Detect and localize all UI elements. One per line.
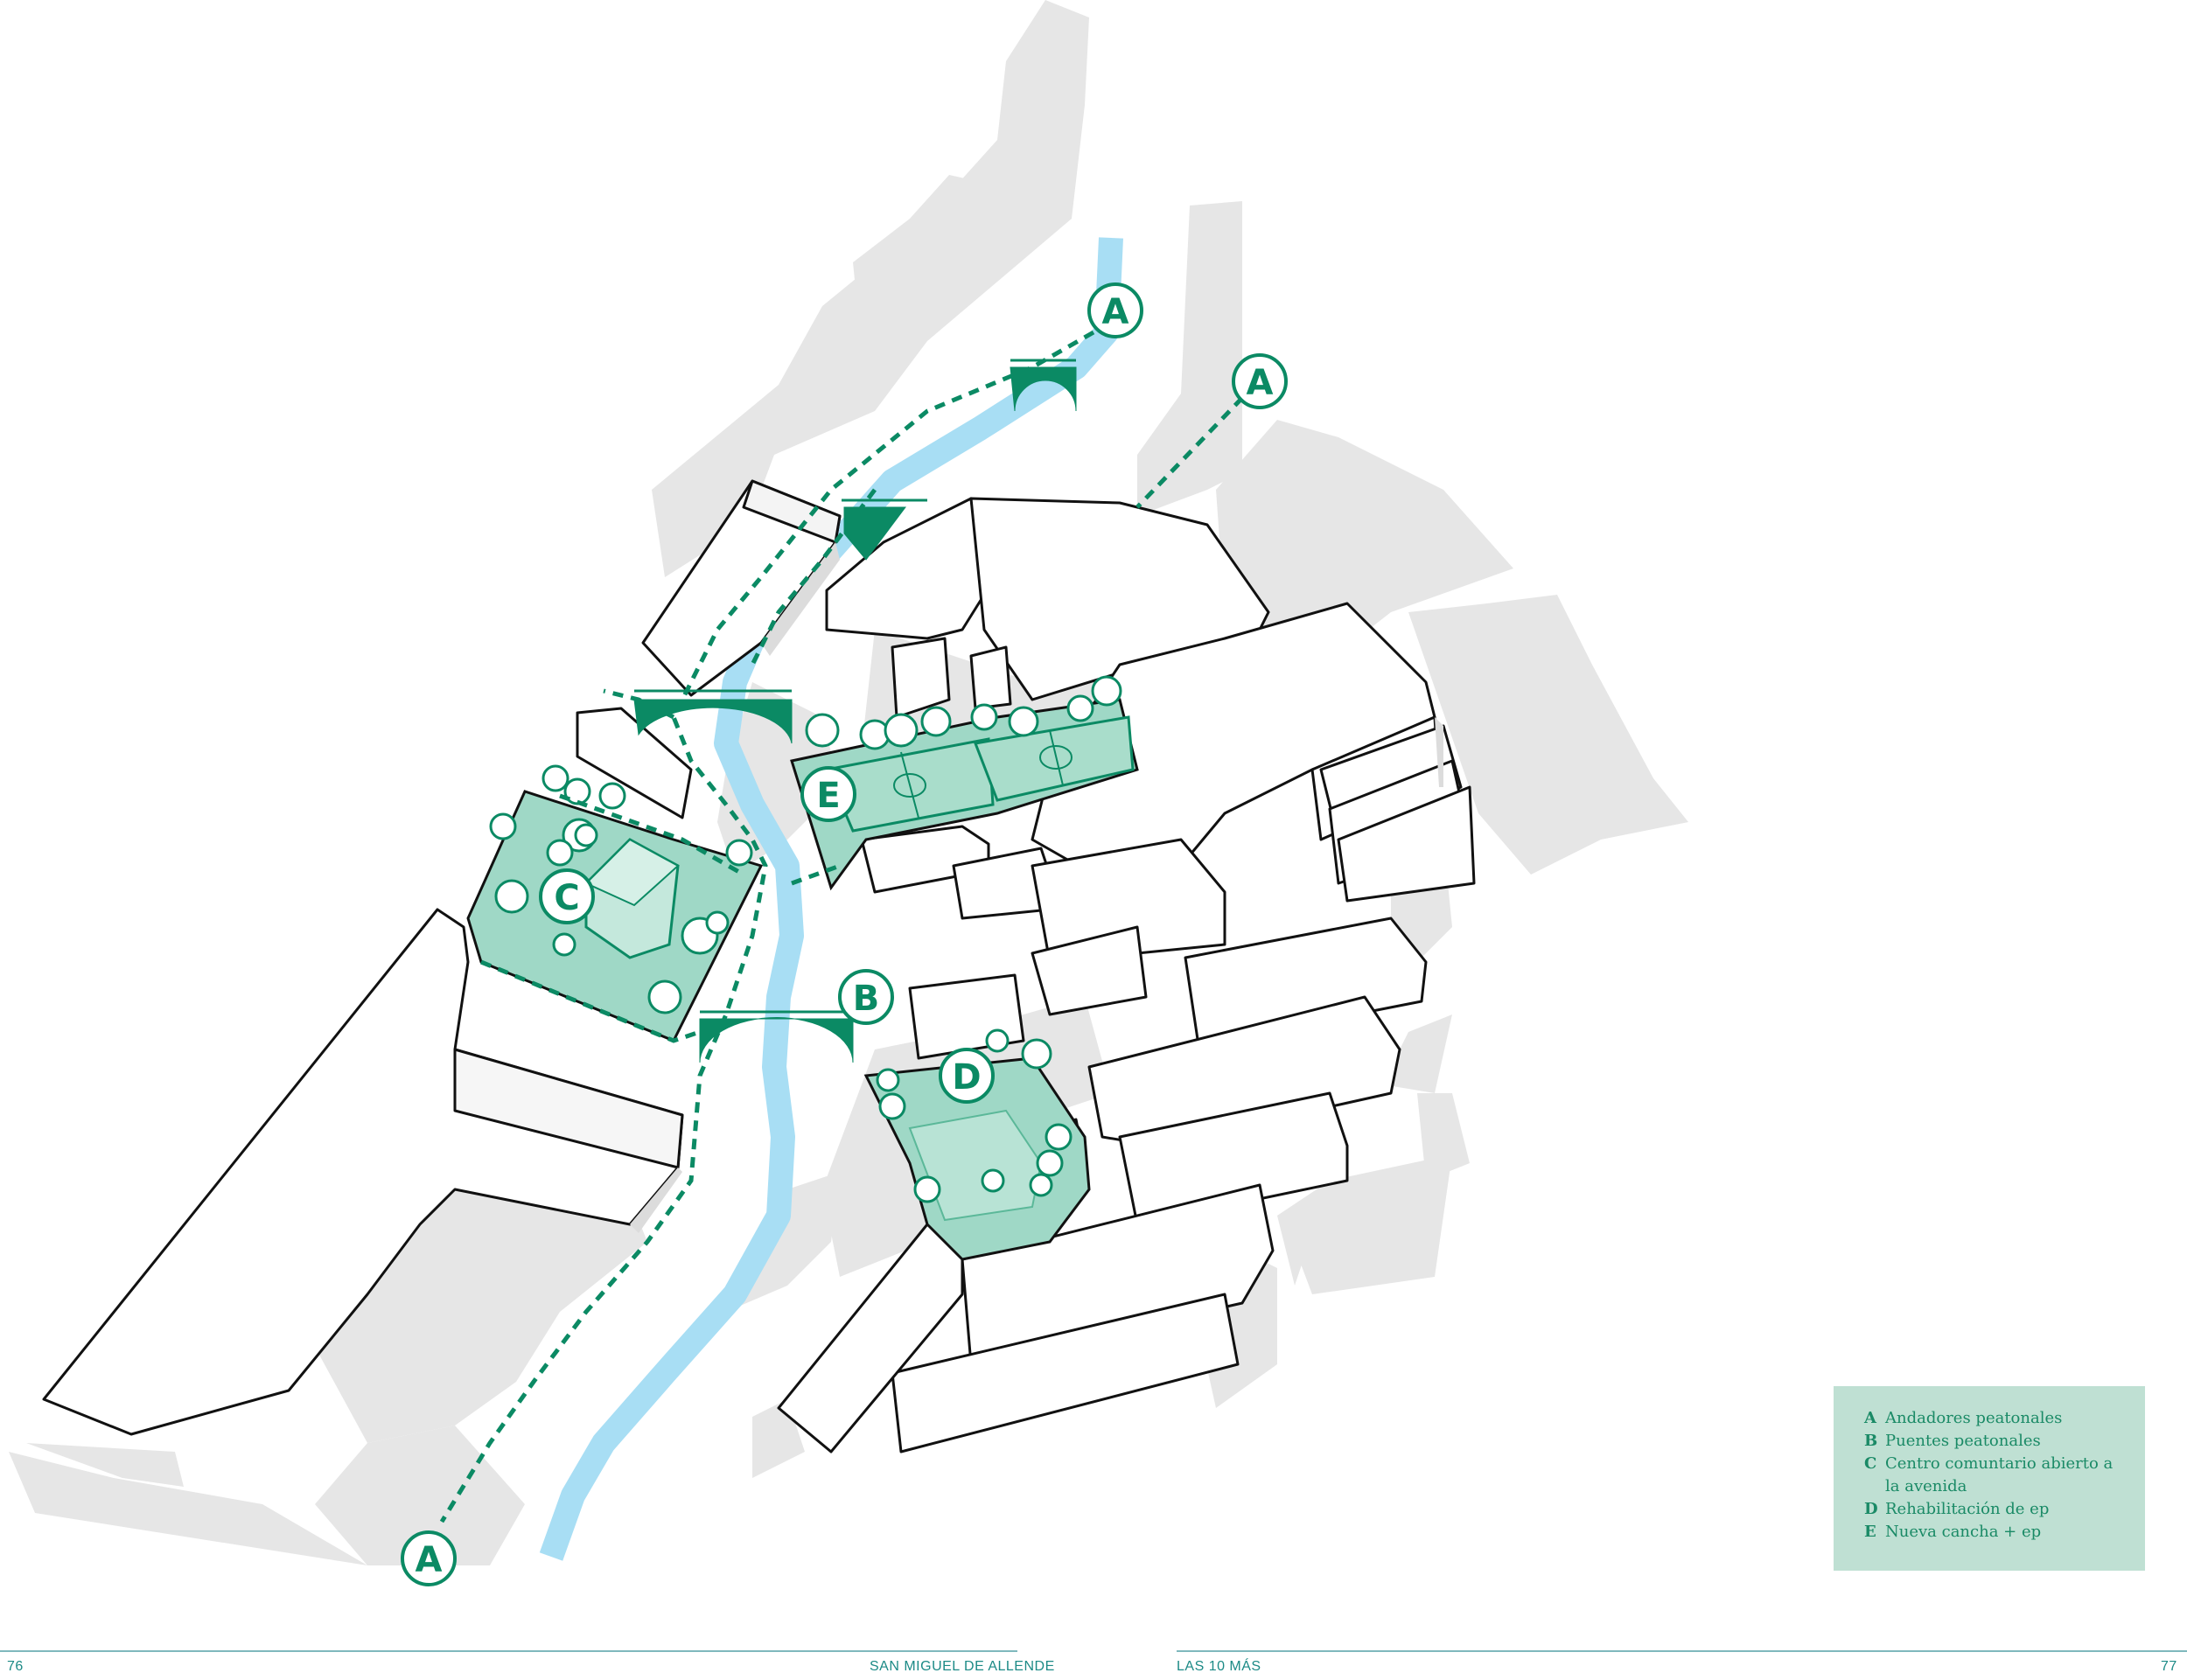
legend-item: D Rehabilitación de ep — [1864, 1498, 2128, 1521]
marker-a-top: A — [1087, 282, 1143, 338]
marker-a-right: A — [1232, 353, 1288, 409]
legend-text: Rehabilitación de ep — [1885, 1500, 2050, 1518]
legend-text: Puentes peatonales — [1885, 1432, 2041, 1450]
bridges — [633, 359, 1077, 1063]
svg-text:E: E — [816, 776, 840, 816]
legend-item: A Andadores peatonales — [1864, 1407, 2128, 1430]
space-d — [863, 1056, 1091, 1261]
bridge-b — [699, 1010, 854, 1063]
legend-item: E Nueva cancha + ep — [1864, 1521, 2128, 1544]
page-number-left: 76 — [7, 1659, 24, 1674]
marker-b: B — [838, 969, 894, 1025]
svg-text:C: C — [554, 878, 579, 918]
marker-a-bottom: A — [401, 1530, 457, 1586]
footer-title-left: SAN MIGUEL DE ALLENDE — [870, 1659, 1055, 1674]
svg-text:A: A — [416, 1540, 443, 1580]
bridge-mid — [633, 689, 793, 744]
legend-item: B Puentes peatonales — [1864, 1430, 2128, 1453]
bridge-top — [1010, 359, 1077, 412]
page-number-right: 77 — [2161, 1659, 2177, 1674]
legend-text: Nueva cancha + ep — [1885, 1523, 2042, 1541]
legend-key: B — [1864, 1432, 1878, 1450]
marker-e: E — [800, 766, 856, 822]
marker-d: D — [939, 1048, 995, 1104]
footer-rule-left — [0, 1650, 1017, 1652]
space-c — [466, 790, 764, 1042]
marker-c: C — [539, 868, 595, 924]
building-shadows — [630, 542, 1443, 1233]
svg-text:D: D — [952, 1057, 981, 1098]
legend-text: Centro comuntario abierto a la avenida — [1885, 1454, 2114, 1495]
legend-key: C — [1864, 1454, 1877, 1473]
svg-text:A: A — [1247, 363, 1274, 403]
footer-rule-right — [1177, 1650, 2187, 1652]
svg-text:A: A — [1102, 292, 1129, 332]
legend-key: A — [1864, 1409, 1876, 1427]
svg-text:B: B — [853, 979, 880, 1019]
legend-item: C Centro comuntario abierto a la avenida — [1864, 1453, 2128, 1498]
legend-text: Andadores peatonales — [1885, 1409, 2063, 1427]
bridge-north — [842, 498, 927, 561]
trees — [489, 675, 1122, 1203]
legend: A Andadores peatonales B Puentes peatona… — [1834, 1386, 2145, 1571]
river — [539, 237, 1123, 1561]
footer-title-right: LAS 10 MÁS — [1177, 1659, 1261, 1674]
legend-key: D — [1864, 1500, 1878, 1518]
legend-key: E — [1864, 1523, 1876, 1541]
